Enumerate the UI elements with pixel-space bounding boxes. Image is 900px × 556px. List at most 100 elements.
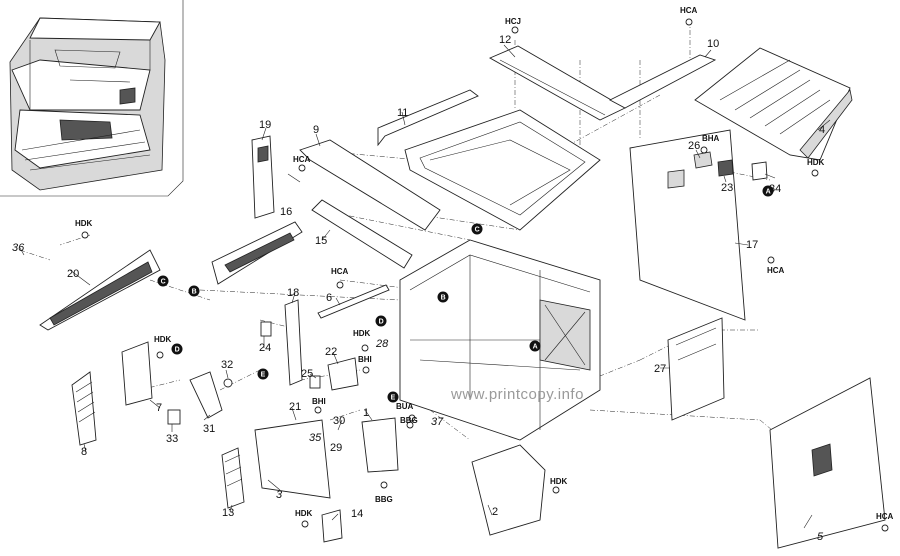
part-27-pcb-board: [667, 317, 725, 421]
part-label: 31: [203, 423, 215, 435]
screw-icon: [156, 351, 164, 359]
svg-text:D: D: [175, 347, 180, 354]
part-20-rear-vent-cover: [39, 249, 161, 331]
part-label: 7: [156, 402, 162, 414]
part-5-right-cover: [769, 377, 886, 549]
marker-a-icon: A: [762, 185, 774, 197]
svg-text:B: B: [192, 289, 197, 296]
part-label: 26: [688, 140, 700, 152]
part-label: 19: [259, 119, 271, 131]
part-label: 18: [287, 287, 299, 299]
svg-text:A: A: [766, 189, 771, 196]
assembled-copier-illustration: [9, 17, 166, 191]
part-label: 4: [819, 124, 825, 136]
svg-text:B: B: [441, 295, 446, 302]
part-label: 2: [492, 506, 498, 518]
part-32-knob: [223, 378, 233, 388]
screw-icon: [361, 344, 369, 352]
part-label: 3: [276, 489, 283, 501]
screw-icon: [511, 26, 519, 34]
part-label: 32: [221, 359, 233, 371]
screw-code-label: BBG: [375, 495, 393, 504]
reference-markers: A A B B C C D D E E: [157, 185, 774, 403]
part-34-label: [751, 161, 768, 181]
leader-lines: [19, 44, 831, 529]
screw-icon: [552, 486, 560, 494]
part-23-clip: [717, 159, 734, 177]
part-label: 17: [746, 239, 758, 251]
part-label: 21: [289, 401, 301, 413]
part-label: 36: [12, 242, 25, 254]
screw-icon: [881, 524, 889, 532]
marker-b-icon: B: [437, 291, 449, 303]
part-label: 8: [81, 446, 87, 458]
svg-text:E: E: [261, 372, 266, 379]
part-24-label: [260, 321, 272, 337]
marker-c-icon: C: [157, 275, 169, 287]
part-4-output-tray: [694, 47, 853, 161]
part-label: 5: [817, 531, 824, 543]
part-31-lever: [189, 371, 223, 419]
part-9-front-panel: [299, 139, 441, 231]
screw-icon: [301, 520, 309, 528]
part-label: 37: [431, 416, 444, 428]
screw-code-label: BBG: [400, 416, 418, 425]
screw-code-label: BUA: [396, 402, 414, 411]
marker-d-icon: D: [375, 315, 387, 327]
part-label: 35: [309, 432, 322, 444]
part-6-rod: [317, 284, 390, 319]
part-label: 29: [330, 442, 342, 454]
part-11-cover-strip: [377, 89, 479, 147]
svg-text:E: E: [391, 395, 396, 402]
part-14-small-grip: [321, 509, 343, 543]
part-25-label: [309, 375, 321, 389]
marker-c-icon: C: [471, 223, 483, 235]
part-label: 10: [707, 38, 719, 50]
svg-text:A: A: [533, 344, 538, 351]
marker-e-icon: E: [257, 368, 269, 380]
part-label: 13: [222, 507, 234, 519]
part-3-front-lower-cover: [254, 419, 331, 499]
screw-code-label: HDK: [353, 329, 371, 338]
part-label: 6: [326, 292, 332, 304]
marker-e-icon: E: [387, 391, 399, 403]
part-label: 14: [351, 508, 363, 520]
part-2-cover: [471, 444, 546, 536]
watermark-text: www.printcopy.info: [450, 386, 584, 403]
screw-icon: [81, 231, 89, 239]
screw-icon: [767, 256, 775, 264]
screw-code-label: HDK: [550, 477, 568, 486]
screw-code-label: HCA: [293, 155, 311, 164]
part-label: 25: [301, 368, 313, 380]
part-15-bar: [311, 199, 413, 269]
screw-icon: [298, 164, 306, 172]
part-label: 23: [721, 182, 733, 194]
screw-code-label: HDK: [75, 219, 93, 228]
part-10-rail: [609, 54, 717, 109]
part-label: 33: [166, 433, 178, 445]
part-33-label: [167, 409, 181, 425]
part-label: 11: [397, 107, 408, 119]
part-19-left-bracket: [251, 135, 275, 219]
screw-code-label: BHI: [358, 355, 372, 364]
screw-code-label: HDK: [807, 158, 825, 167]
part-number-labels: 12 10 4 11 9 19 16 15 20 36 6 18 24 28 2…: [12, 34, 825, 543]
part-17-side-panel: [629, 129, 746, 321]
svg-text:C: C: [475, 227, 480, 234]
screw-icon: [408, 414, 416, 422]
part-label: 22: [325, 346, 337, 358]
screw-code-label: HCA: [680, 6, 698, 15]
screw-code-label: BHI: [312, 397, 326, 406]
part-1-handle: [361, 417, 399, 473]
part-13-grip: [221, 447, 245, 509]
marker-d-icon: D: [171, 343, 183, 355]
part-22-holder: [327, 357, 359, 391]
part-label: 28: [375, 338, 389, 350]
inset-frame: [0, 0, 184, 197]
screw-icon: [314, 406, 322, 414]
svg-text:C: C: [161, 279, 166, 286]
part-label: 16: [280, 206, 292, 218]
screw-icon: [811, 169, 819, 177]
